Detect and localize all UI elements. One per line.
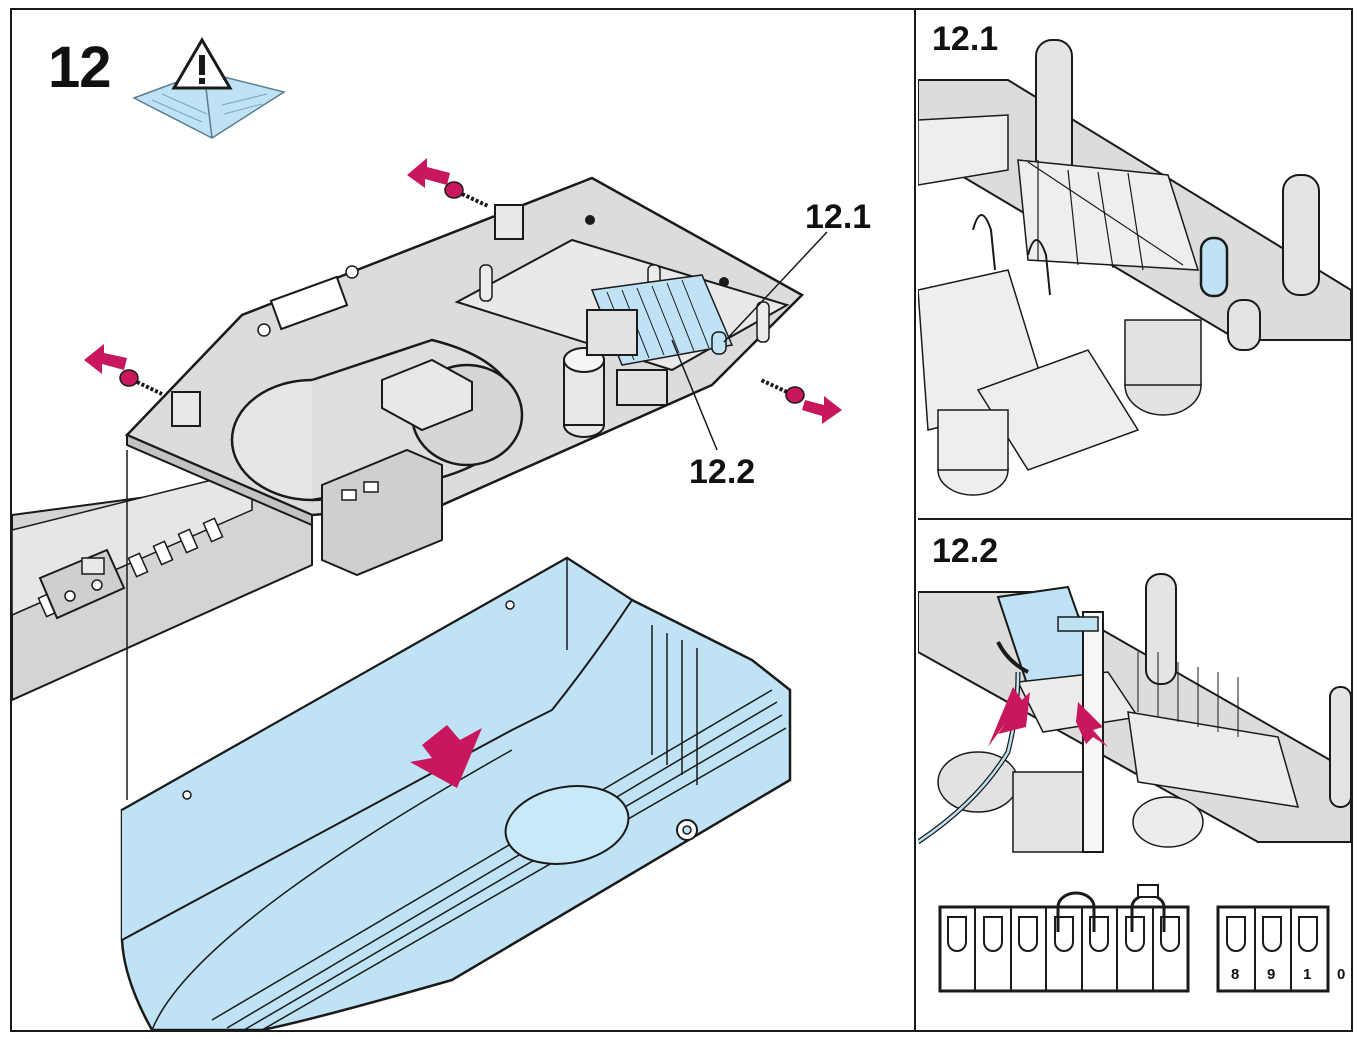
screw-top (444, 181, 489, 208)
rail-track (12, 469, 313, 702)
terminal-label-0: 0 (1337, 966, 1346, 983)
terminal-label-8: 8 (1231, 966, 1240, 983)
push-down-arrow-icon (410, 725, 482, 788)
callout-12-2: 12.2 (689, 453, 756, 491)
screw-left (119, 369, 163, 396)
step-number: 12 (48, 35, 112, 100)
drive-chassis (124, 176, 805, 577)
press-arrow-icon (1076, 702, 1108, 747)
screw-right (760, 378, 805, 404)
detail-12-1-title: 12.1 (932, 20, 999, 58)
removal-arrows (84, 158, 842, 424)
detail-panel-12-1: 12.1 (918, 10, 1351, 520)
removal-arrow-icon (802, 396, 842, 424)
terminal-label-9: 9 (1267, 966, 1276, 983)
detail-12-2-title: 12.2 (932, 532, 999, 570)
cover-housing (120, 556, 792, 1030)
callout-12-1: 12.1 (805, 198, 872, 236)
insert-arrow-icon (988, 687, 1030, 747)
manual-warning-icon (132, 37, 286, 139)
detail-panel-12-2: 12.2 8 9 1 0 (918, 522, 1351, 1030)
rail-carriage (38, 548, 126, 620)
removal-arrow-icon (407, 158, 450, 188)
main-illustration-panel: 12 12.1 12.2 (12, 10, 916, 1030)
terminal-label-1: 1 (1303, 966, 1312, 983)
leader-lines (126, 231, 828, 800)
detail-12-2-drawing (918, 573, 1351, 993)
terminal-block-schematic (938, 884, 1330, 993)
main-drawing (12, 37, 842, 1030)
removal-arrow-icon (84, 344, 127, 374)
detail-12-1-drawing (918, 39, 1351, 496)
